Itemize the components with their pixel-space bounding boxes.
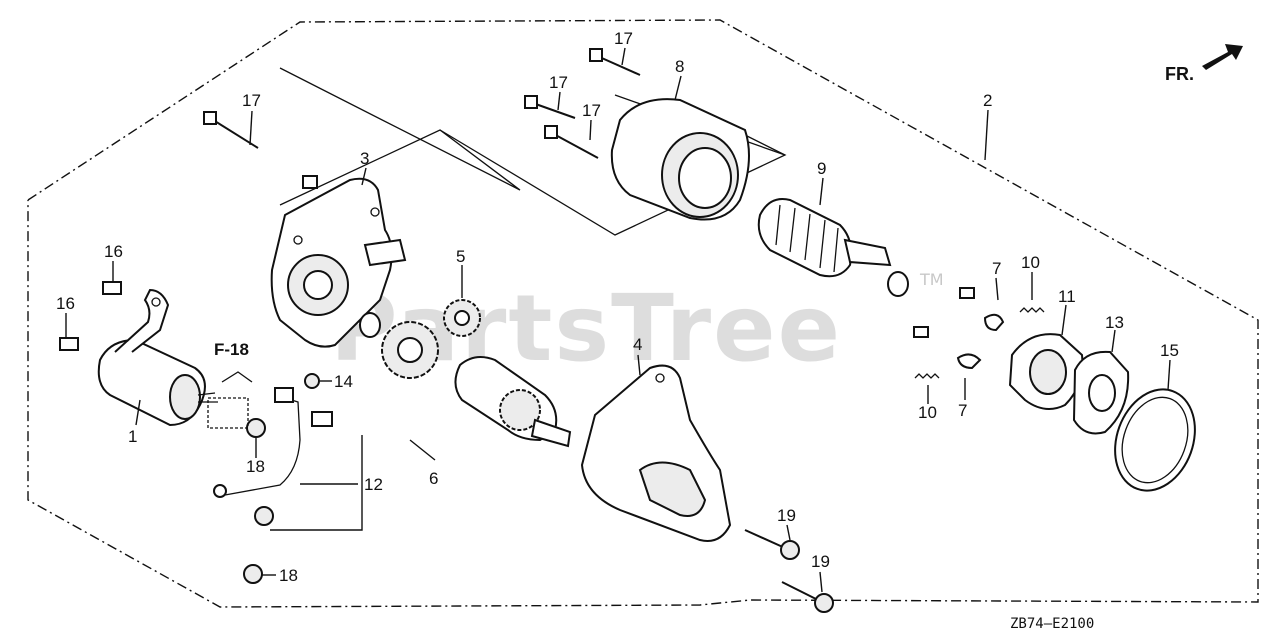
bolt-17-b	[589, 48, 641, 76]
brush-holder	[1008, 333, 1084, 410]
brushes	[913, 287, 1005, 370]
callout-13: 13	[1105, 313, 1124, 332]
callout-16-upper: 16	[104, 242, 123, 261]
callout-14: 14	[334, 372, 353, 391]
screw-16-a	[102, 281, 122, 295]
brush-springs	[914, 307, 1045, 379]
leader-lines	[65, 47, 1171, 593]
callout-7-upper: 7	[992, 259, 1001, 278]
callout-15: 15	[1160, 341, 1179, 360]
callout-17-left: 17	[242, 91, 261, 110]
callout-17-top: 17	[614, 29, 633, 48]
callout-18-lower: 18	[279, 566, 298, 585]
callout-3: 3	[360, 149, 369, 168]
nut-18-a	[246, 418, 266, 438]
reference-label: F-18	[214, 340, 249, 359]
callout-16-lower: 16	[56, 294, 75, 313]
cover-group-frame	[279, 67, 521, 206]
callout-4: 4	[633, 335, 642, 354]
callout-8: 8	[675, 57, 684, 76]
bolt-19-b	[781, 581, 834, 613]
idle-gear	[443, 299, 481, 337]
callout-5: 5	[456, 247, 465, 266]
end-cover-gasket	[1114, 388, 1196, 492]
callout-17-lower: 17	[582, 101, 601, 120]
yoke-housing	[610, 98, 750, 221]
bolt-17-d	[544, 125, 599, 159]
wire-harness	[213, 387, 333, 526]
callout-18-upper: 18	[246, 457, 265, 476]
callout-7-lower: 7	[958, 401, 967, 420]
callout-17-middle: 17	[549, 73, 568, 92]
direction-label: FR.	[1165, 64, 1194, 84]
washer	[359, 312, 381, 338]
assembly-frame	[27, 19, 1259, 608]
bolt-17-c	[524, 95, 576, 119]
rear-bracket	[270, 175, 407, 348]
screw-16-b	[59, 337, 79, 351]
callout-9: 9	[817, 159, 826, 178]
watermark-trademark: TM	[919, 270, 944, 289]
callout-10-lower: 10	[918, 403, 937, 422]
callout-10-upper: 10	[1021, 253, 1040, 272]
callout-11: 11	[1058, 287, 1076, 306]
planetary-gear-set	[381, 321, 572, 448]
callout-19-upper: 19	[777, 506, 796, 525]
callout-1: 1	[128, 427, 137, 446]
screw-14	[304, 373, 320, 389]
callout-2: 2	[983, 91, 992, 110]
front-direction-arrow: FR.	[1165, 44, 1243, 84]
drawing-code: ZB74–E2100	[1010, 616, 1094, 632]
solenoid-switch	[97, 288, 218, 427]
reference-f18: F-18	[207, 340, 253, 429]
brush-plate	[1072, 350, 1130, 435]
callout-6: 6	[429, 469, 438, 488]
armature	[757, 198, 909, 297]
callout-12: 12	[364, 475, 383, 494]
front-housing	[580, 364, 732, 542]
bolt-19-a	[744, 529, 800, 560]
callout-19-lower: 19	[811, 552, 830, 571]
nut-18-b	[243, 564, 263, 584]
